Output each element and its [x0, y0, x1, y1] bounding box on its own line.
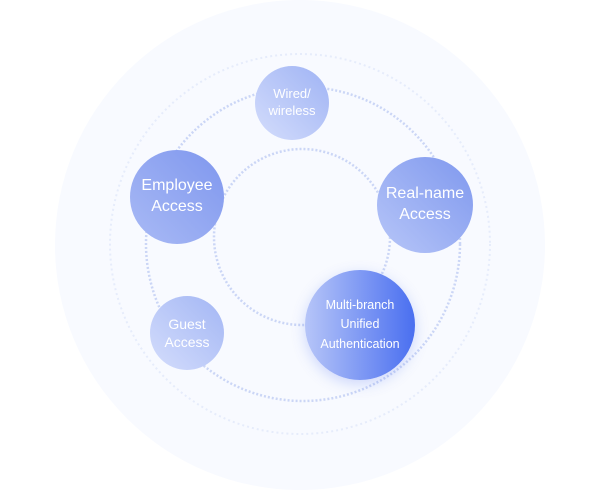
middle-ring	[144, 85, 462, 403]
node-label: Wired/	[273, 86, 311, 102]
outer-ring	[109, 53, 491, 435]
node-label: Access	[164, 334, 210, 350]
node-label: Authentication	[320, 336, 400, 351]
node-label: Employee	[141, 177, 213, 195]
node-label: Access	[399, 206, 451, 223]
node-label: Real-name	[385, 185, 465, 203]
node-label: Access	[151, 198, 203, 215]
node-label: Unified	[340, 317, 380, 332]
node-wired-wireless: Wired/wireless	[255, 66, 329, 140]
node-label: Guest	[168, 315, 206, 332]
node-label: Multi-branch	[325, 297, 395, 312]
node-label: wireless	[268, 103, 316, 118]
